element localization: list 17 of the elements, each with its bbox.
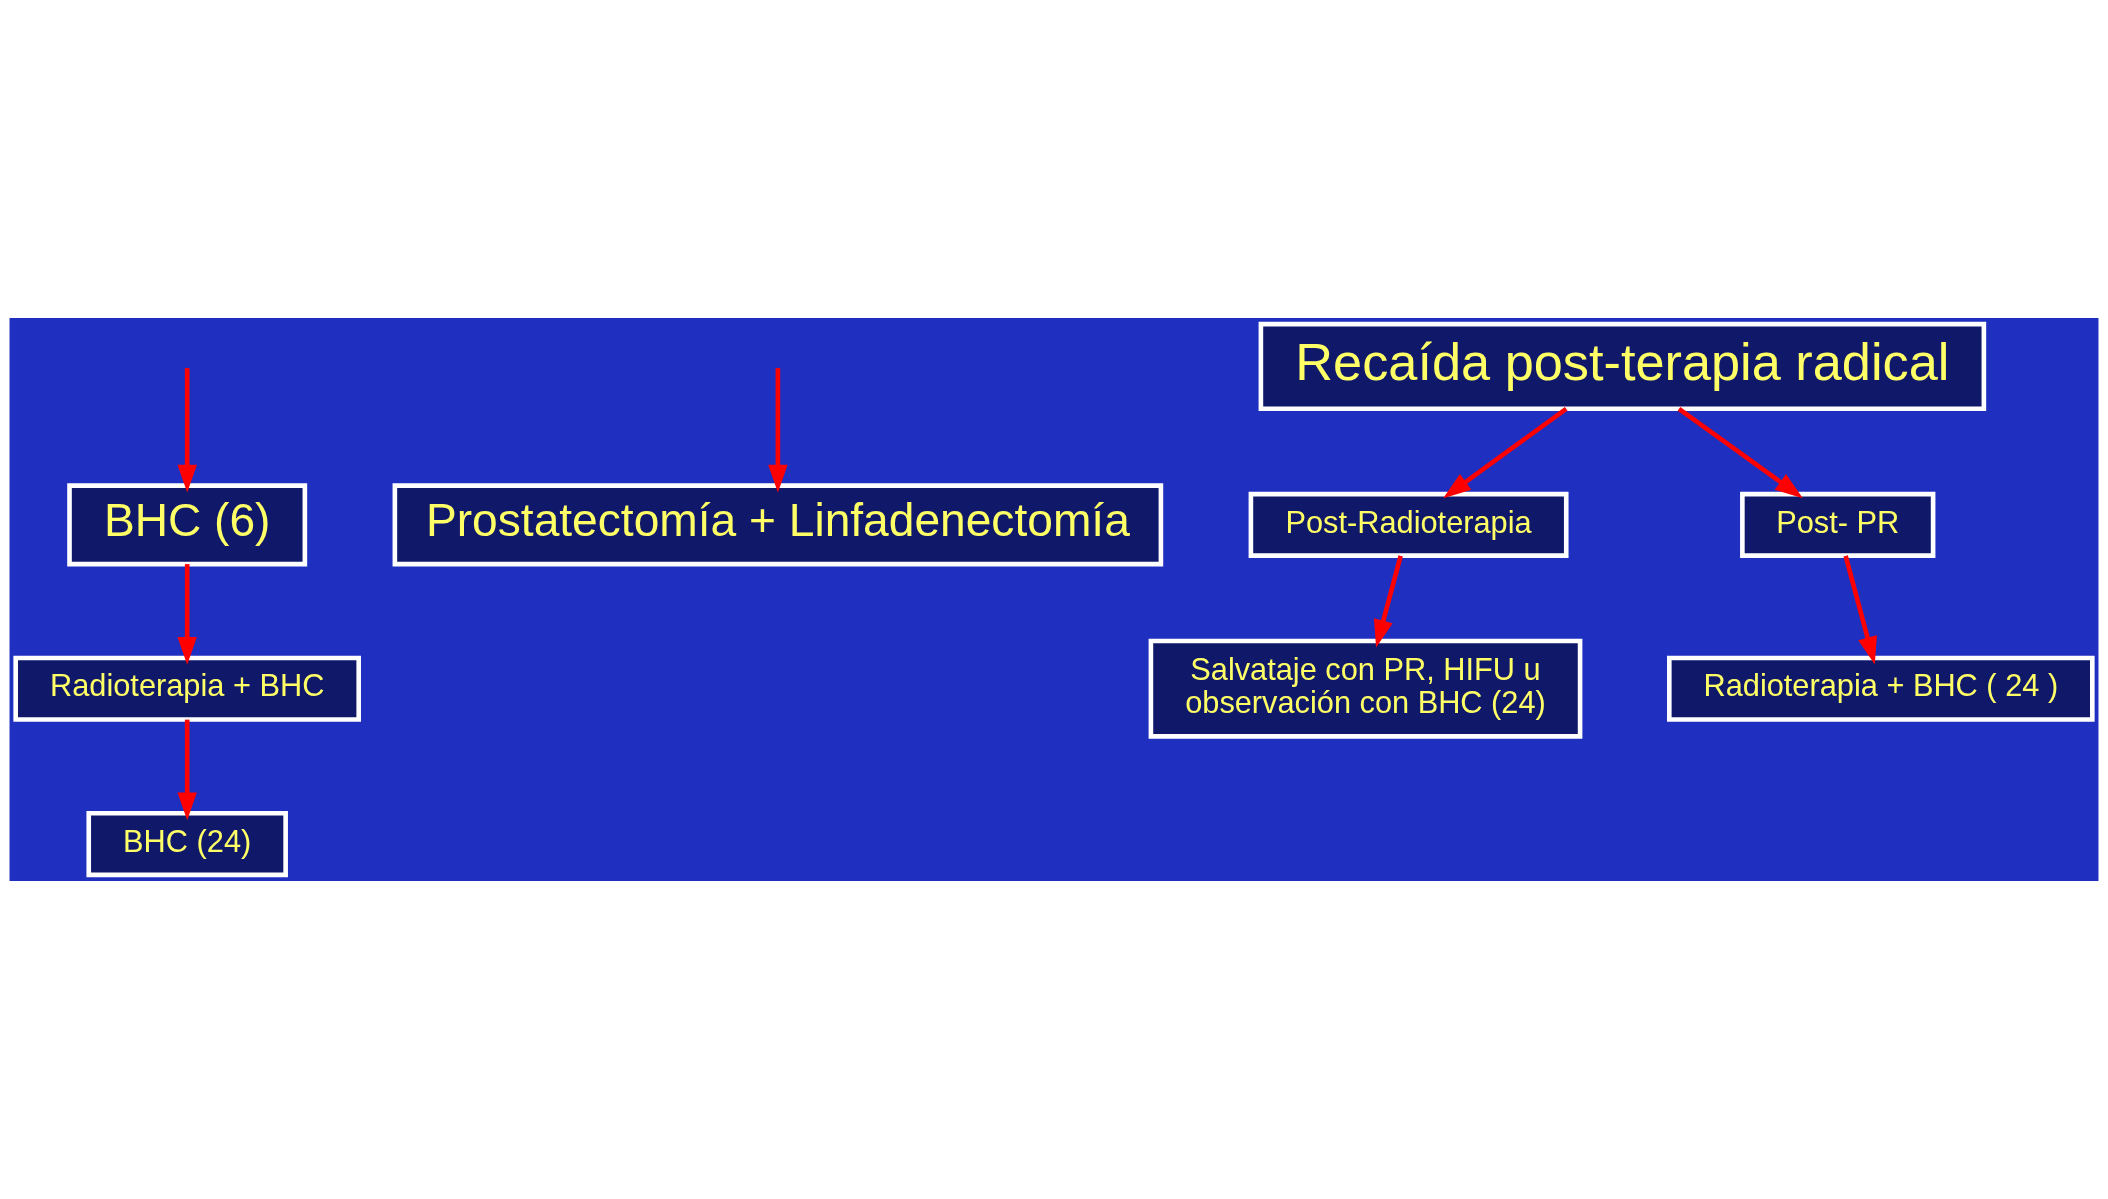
arrow xyxy=(177,719,197,821)
node-box: Prostatectomía + Linfadenectomía xyxy=(392,483,1164,567)
node-box: BHC (24) xyxy=(86,811,288,878)
node-box: Radioterapia + BHC ( 24 ) xyxy=(1667,655,2095,722)
node-box: Recaída post-terapia radical xyxy=(1258,321,1987,412)
arrow xyxy=(768,368,788,493)
node-box: Post- PR xyxy=(1740,491,1936,558)
arrow xyxy=(1843,555,1877,665)
arrow xyxy=(1443,406,1568,499)
node-box: Post-Radioterapia xyxy=(1248,491,1569,558)
arrow xyxy=(1677,406,1803,499)
node-box: Salvataje con PR, HIFU u observación con BHC (24) xyxy=(1148,638,1583,739)
arrow xyxy=(177,368,197,493)
arrow xyxy=(1373,555,1403,648)
node-box: Radioterapia + BHC xyxy=(13,655,361,722)
arrow xyxy=(177,564,197,665)
node-box: BHC (6) xyxy=(67,483,308,567)
